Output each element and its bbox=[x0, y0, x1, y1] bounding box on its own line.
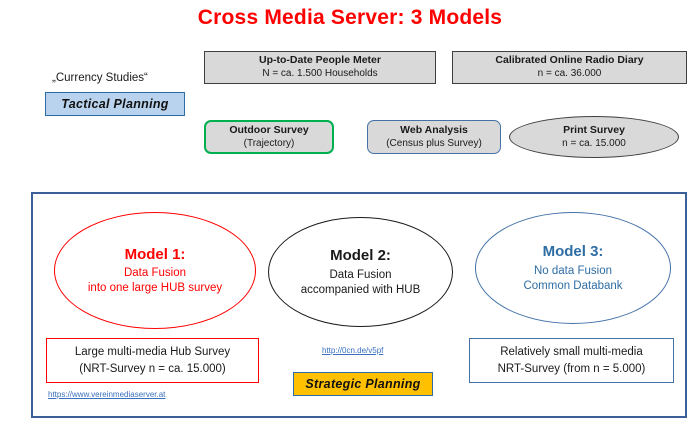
source-subtitle: (Trajectory) bbox=[243, 137, 295, 149]
tactical-planning-badge: Tactical Planning bbox=[45, 92, 185, 116]
page-title: Cross Media Server: 3 Models bbox=[197, 6, 503, 29]
tactical-planning-label: Tactical Planning bbox=[61, 97, 169, 111]
model-ellipse-2: Model 2: Data Fusion accompanied with HU… bbox=[268, 217, 453, 327]
description-box-hub-survey: Large multi-media Hub Survey (NRT-Survey… bbox=[46, 338, 259, 383]
model-line-2: Common Databank bbox=[523, 279, 623, 292]
source-title: Outdoor Survey bbox=[229, 123, 309, 136]
model-line-1: Data Fusion bbox=[123, 267, 186, 280]
strategic-planning-badge: Strategic Planning bbox=[293, 372, 433, 396]
source-box-outdoor-survey: Outdoor Survey (Trajectory) bbox=[204, 120, 334, 154]
description-line-1: Relatively small multi-media bbox=[500, 345, 643, 358]
source-subtitle: n = ca. 15.000 bbox=[562, 137, 626, 149]
source-title: Print Survey bbox=[563, 123, 625, 136]
source-box-people-meter: Up-to-Date People Meter N = ca. 1.500 Ho… bbox=[204, 51, 436, 84]
link-short-url[interactable]: http://0cn.de/v5pf bbox=[322, 346, 384, 355]
source-box-web-analysis: Web Analysis (Census plus Survey) bbox=[367, 120, 501, 154]
model-ellipse-3: Model 3: No data Fusion Common Databank bbox=[475, 212, 671, 324]
description-line-2: (NRT-Survey n = ca. 15.000) bbox=[79, 362, 226, 375]
model-line-2: into one large HUB survey bbox=[87, 282, 223, 295]
model-line-2: accompanied with HUB bbox=[300, 283, 421, 296]
model-name: Model 2: bbox=[330, 247, 391, 265]
source-title: Calibrated Online Radio Diary bbox=[495, 54, 644, 67]
source-subtitle: (Census plus Survey) bbox=[386, 137, 482, 149]
source-title: Web Analysis bbox=[400, 123, 468, 136]
source-box-radio-diary: Calibrated Online Radio Diary n = ca. 36… bbox=[452, 51, 687, 84]
source-title: Up-to-Date People Meter bbox=[259, 54, 381, 67]
source-subtitle: n = ca. 36.000 bbox=[537, 68, 602, 80]
description-line-2: NRT-Survey (from n = 5.000) bbox=[497, 362, 646, 375]
source-ellipse-print-survey: Print Survey n = ca. 15.000 bbox=[509, 116, 679, 158]
source-subtitle: N = ca. 1.500 Households bbox=[262, 68, 378, 80]
description-line-1: Large multi-media Hub Survey bbox=[74, 345, 231, 358]
link-vereinmediaserver[interactable]: https://www.vereinmediaserver.at bbox=[48, 390, 166, 399]
model-line-1: No data Fusion bbox=[534, 264, 612, 277]
description-box-small-survey: Relatively small multi-media NRT-Survey … bbox=[469, 338, 674, 383]
strategic-planning-label: Strategic Planning bbox=[305, 377, 421, 391]
model-name: Model 3: bbox=[542, 243, 604, 261]
currency-studies-label: „Currency Studies“ bbox=[52, 72, 148, 84]
model-ellipse-1: Model 1: Data Fusion into one large HUB … bbox=[54, 212, 256, 329]
model-name: Model 1: bbox=[124, 245, 186, 263]
model-line-1: Data Fusion bbox=[329, 268, 392, 281]
